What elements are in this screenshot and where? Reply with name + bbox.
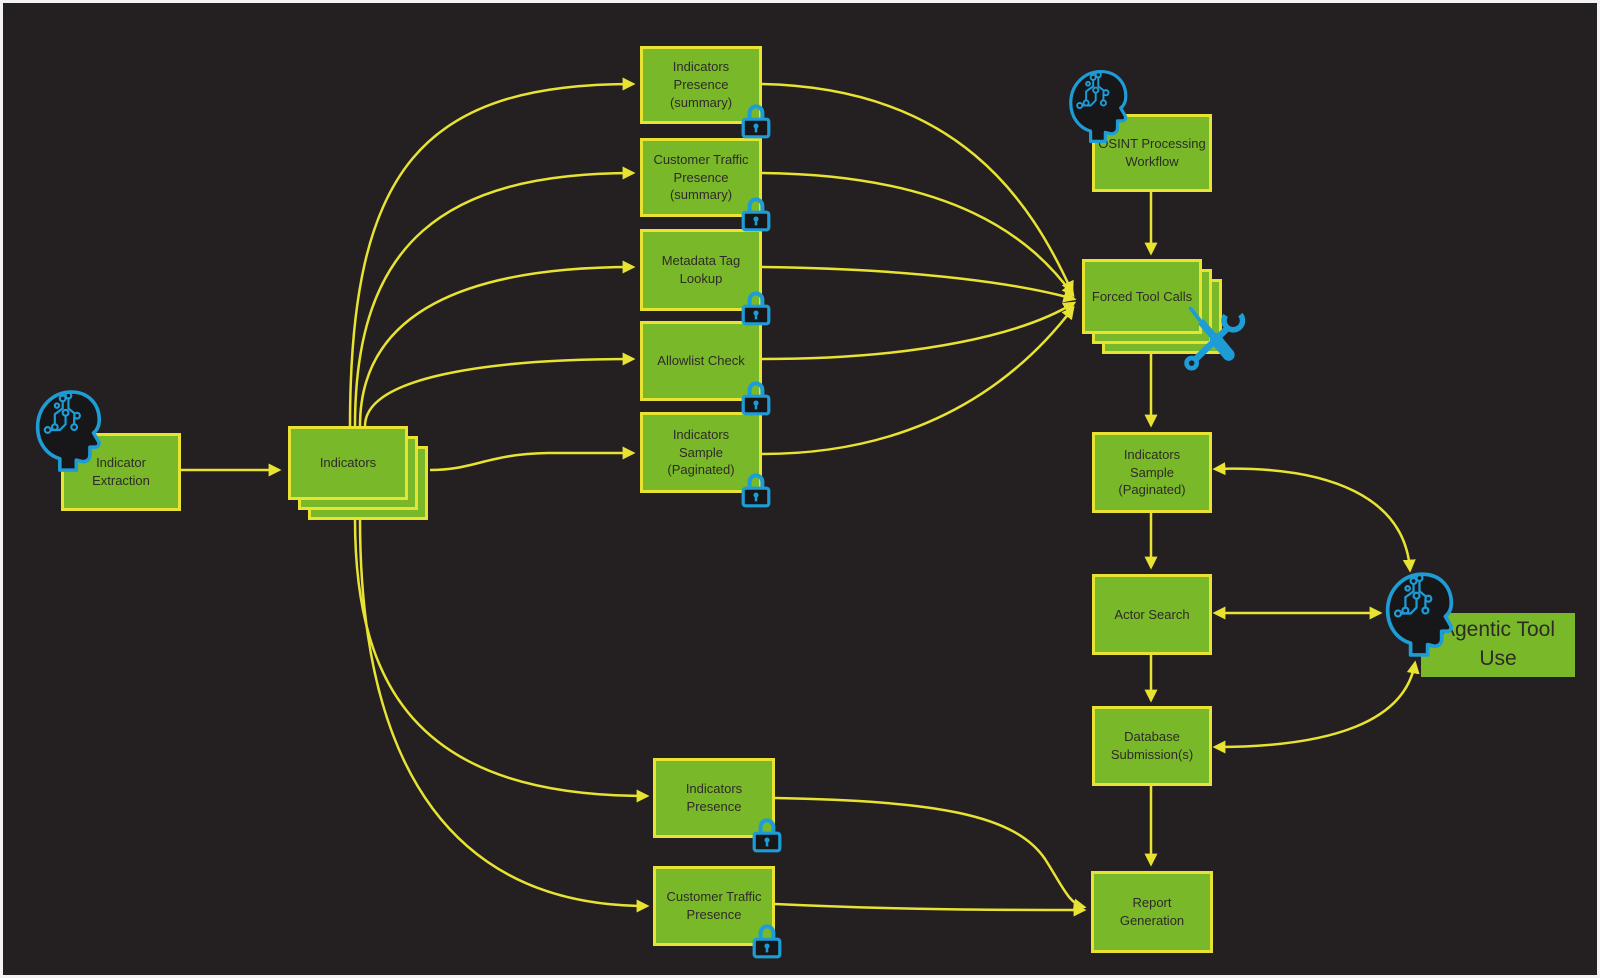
node-metadata-tag-lookup: Metadata Tag Lookup xyxy=(640,229,762,311)
brain-head-icon xyxy=(31,387,103,473)
arrow-layer xyxy=(181,77,1420,917)
node-indicators-sample-paginated-locked: Indicators Sample (Paginated) xyxy=(640,412,762,493)
edge-metadata-tag-lookup-to-forced xyxy=(761,265,1077,303)
node-label: Actor Search xyxy=(1114,606,1190,622)
node-label: Report Generation xyxy=(1119,895,1185,928)
node-label: Indicators xyxy=(319,455,377,471)
padlock-icon xyxy=(740,193,772,233)
brain-head-icon xyxy=(1065,67,1129,144)
edge-indicators-to-indicators-presence-summary xyxy=(348,77,636,427)
node-indicators-sample-paginated: Indicators Sample (Paginated) xyxy=(1092,432,1212,513)
edge-indicators-to-indicators-sample-locked xyxy=(429,446,636,472)
padlock-icon xyxy=(751,814,783,854)
edge-indicators-to-customer-traffic-presence xyxy=(358,518,650,913)
node-label: Indicators Presence (summary) xyxy=(669,59,733,110)
node-label: Indicators Presence xyxy=(685,781,743,814)
edge-indicators-presence-summary-to-forced xyxy=(761,82,1074,295)
edge-indicators-sample-locked-to-forced xyxy=(761,305,1075,456)
node-report-generation: Report Generation xyxy=(1091,871,1213,953)
node-label: OSINT Processing Workflow xyxy=(1098,136,1206,169)
node-indicators-presence-summary: Indicators Presence (summary) xyxy=(640,46,762,124)
padlock-icon xyxy=(751,920,783,960)
node-customer-traffic-presence: Customer Traffic Presence xyxy=(653,866,775,946)
padlock-icon xyxy=(740,287,772,327)
edge-indicators-to-customer-traffic-summary xyxy=(353,166,636,427)
node-customer-traffic-presence-summary: Customer Traffic Presence (summary) xyxy=(640,138,762,217)
tools-icon xyxy=(1175,303,1249,377)
node-label: Agentic Tool Use xyxy=(1440,618,1556,670)
edge-indicators-to-indicators-presence xyxy=(353,518,650,803)
edge-customer-traffic-summary-to-forced xyxy=(761,171,1075,298)
edge-indicators-sample-agentic-bidirectional xyxy=(1212,462,1416,573)
node-label: Indicator Extraction xyxy=(92,455,150,488)
node-label: Customer Traffic Presence xyxy=(666,889,762,922)
brain-head-icon xyxy=(1381,569,1455,658)
edge-allowlist-check-to-forced xyxy=(761,301,1077,361)
edge-indicators-to-metadata-tag-lookup xyxy=(358,260,636,427)
edge-indicators-to-allowlist-check xyxy=(363,352,636,427)
node-label: Indicators Sample (Paginated) xyxy=(1118,446,1186,498)
edge-customer-traffic-presence-to-report xyxy=(774,902,1087,917)
node-label: Metadata Tag Lookup xyxy=(661,253,741,286)
node-label: Forced Tool Calls xyxy=(1091,288,1193,304)
node-database-submissions: Database Submission(s) xyxy=(1092,706,1212,786)
node-label: Database Submission(s) xyxy=(1110,729,1194,762)
node-actor-search: Actor Search xyxy=(1092,574,1212,655)
node-indicators-presence: Indicators Presence xyxy=(653,758,775,838)
node-label: Indicators Sample (Paginated) xyxy=(667,426,735,478)
node-label: Allowlist Check xyxy=(657,353,745,369)
edge-database-agentic-bidirectional xyxy=(1212,660,1420,754)
padlock-icon xyxy=(740,100,772,140)
node-forced-tool-calls: Forced Tool Calls xyxy=(1082,259,1202,334)
node-label: Customer Traffic Presence (summary) xyxy=(653,151,749,203)
node-allowlist-check: Allowlist Check xyxy=(640,321,762,401)
padlock-icon xyxy=(740,377,772,417)
node-indicators: Indicators xyxy=(288,426,408,500)
node-indicator-extraction: Indicator Extraction xyxy=(61,433,181,511)
edge-indicators-presence-to-report xyxy=(774,796,1087,912)
padlock-icon xyxy=(740,469,772,509)
